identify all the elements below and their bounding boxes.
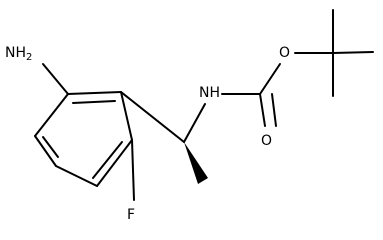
carbonyl-oxygen-label: O xyxy=(261,133,272,149)
fluorine-label: F xyxy=(127,207,135,223)
bond-carbonyl-to-ester-oxygen xyxy=(259,63,281,95)
carbonyl-double-bond-a xyxy=(259,93,266,127)
ring-bond-c2-c3 xyxy=(120,91,133,141)
carbonyl-double-bond-b xyxy=(271,93,277,127)
ring-bond-c6-c1 xyxy=(34,93,69,137)
ring-bond-c4-c5 xyxy=(55,165,98,187)
ring-bond-c3-c4 xyxy=(96,139,133,187)
bond-ring-to-amino xyxy=(42,63,69,95)
ring-double-bond-inner-1 xyxy=(72,100,116,104)
ring-double-bond-inner-3 xyxy=(42,136,59,158)
amino-group-label: NH2 xyxy=(5,45,32,63)
bond-chiral-center-to-nitrogen xyxy=(183,103,206,143)
carbamate-nitrogen-label: NH xyxy=(199,85,220,101)
bond-ring-to-chiral-center xyxy=(120,91,185,143)
stereo-wedge-bond-methyl xyxy=(184,142,208,184)
ring-double-bond-inner-2 xyxy=(92,141,123,179)
bond-ring-to-fluorine xyxy=(131,139,135,201)
ring-bond-c1-c2 xyxy=(67,91,122,95)
benzene-ring xyxy=(34,91,133,187)
ring-bond-c5-c6 xyxy=(34,135,57,167)
ester-oxygen-label: O xyxy=(279,45,290,61)
bond-tbutyl-methyl-right xyxy=(332,51,374,54)
